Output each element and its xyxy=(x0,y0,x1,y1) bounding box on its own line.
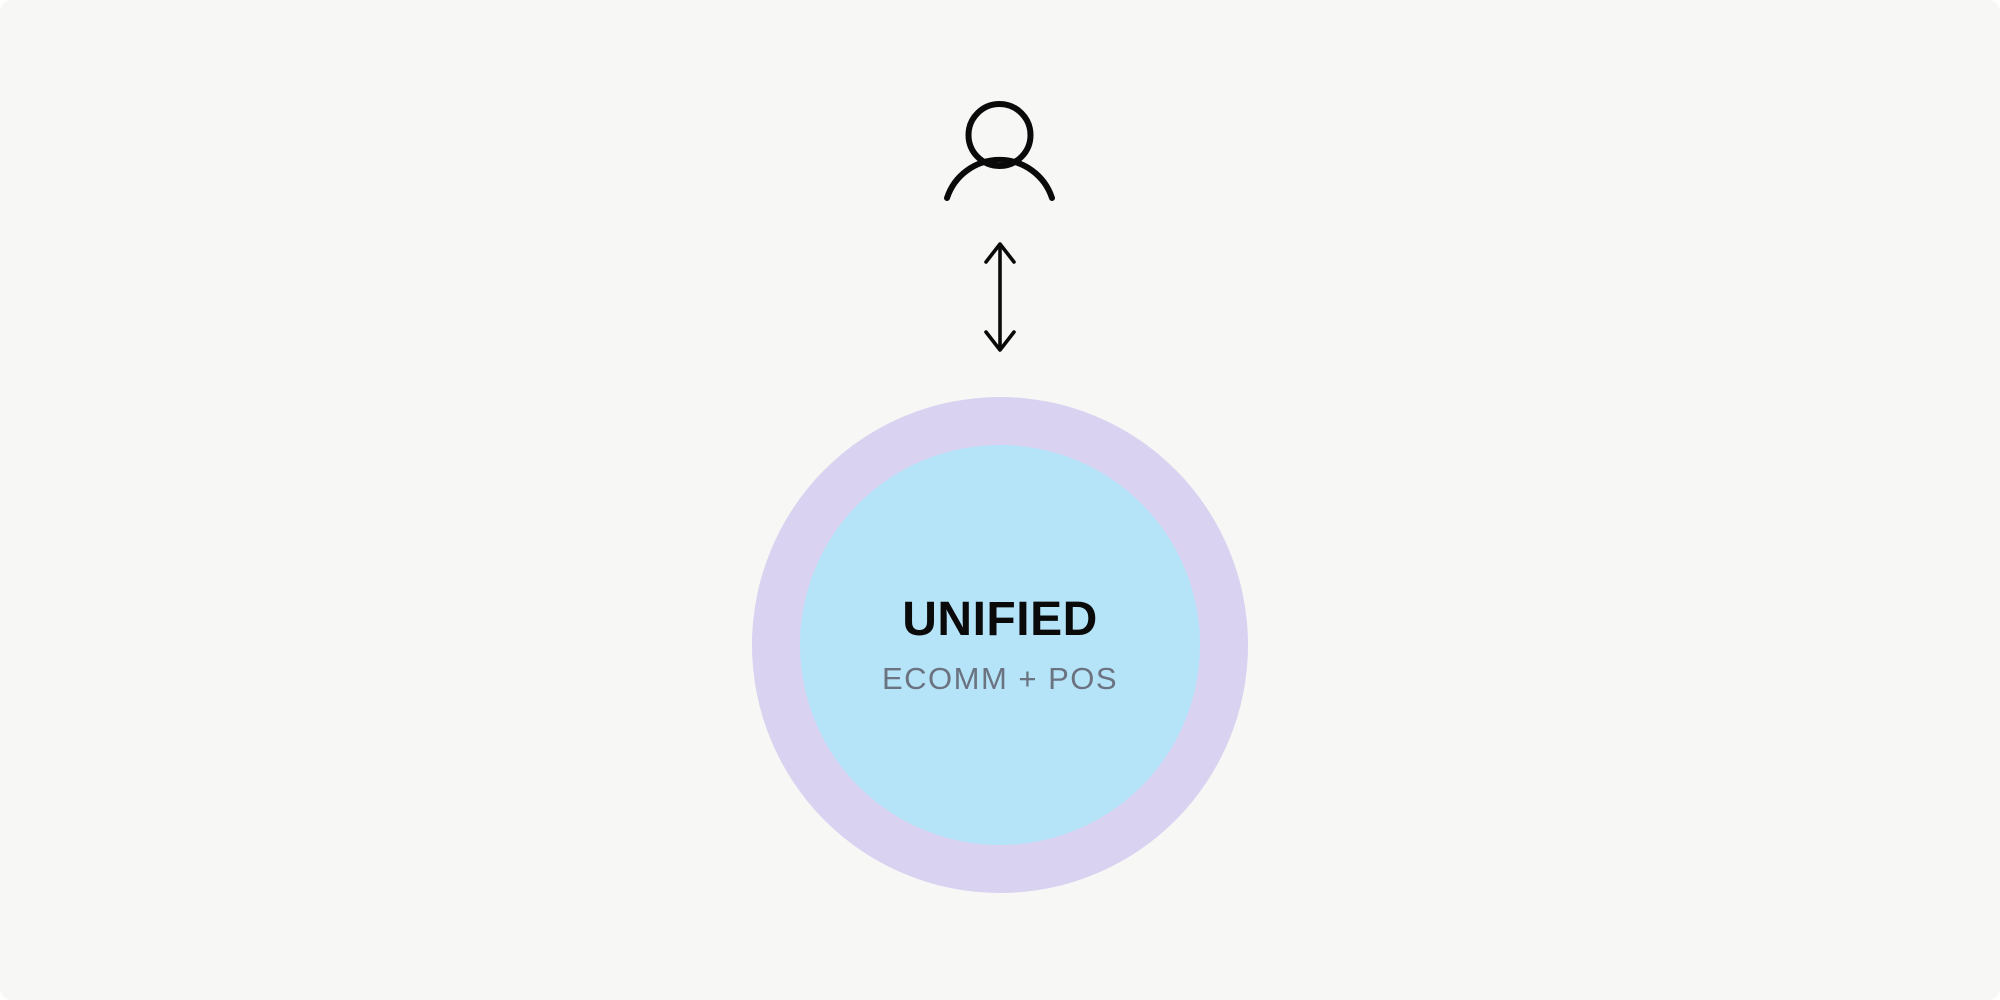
unified-node-outer-ring: UNIFIED ECOMM + POS xyxy=(752,397,1248,893)
unified-node: UNIFIED ECOMM + POS xyxy=(800,445,1200,845)
node-title: UNIFIED xyxy=(902,593,1098,646)
person-shoulders-shape xyxy=(944,156,1055,201)
arrow-head-down xyxy=(984,330,1016,352)
arrow-head-up xyxy=(984,242,1016,264)
person-head-shape xyxy=(965,101,1034,169)
person-icon xyxy=(944,101,1055,201)
double-headed-vertical-arrow-icon xyxy=(984,242,1016,352)
node-subtitle: ECOMM + POS xyxy=(881,661,1119,696)
